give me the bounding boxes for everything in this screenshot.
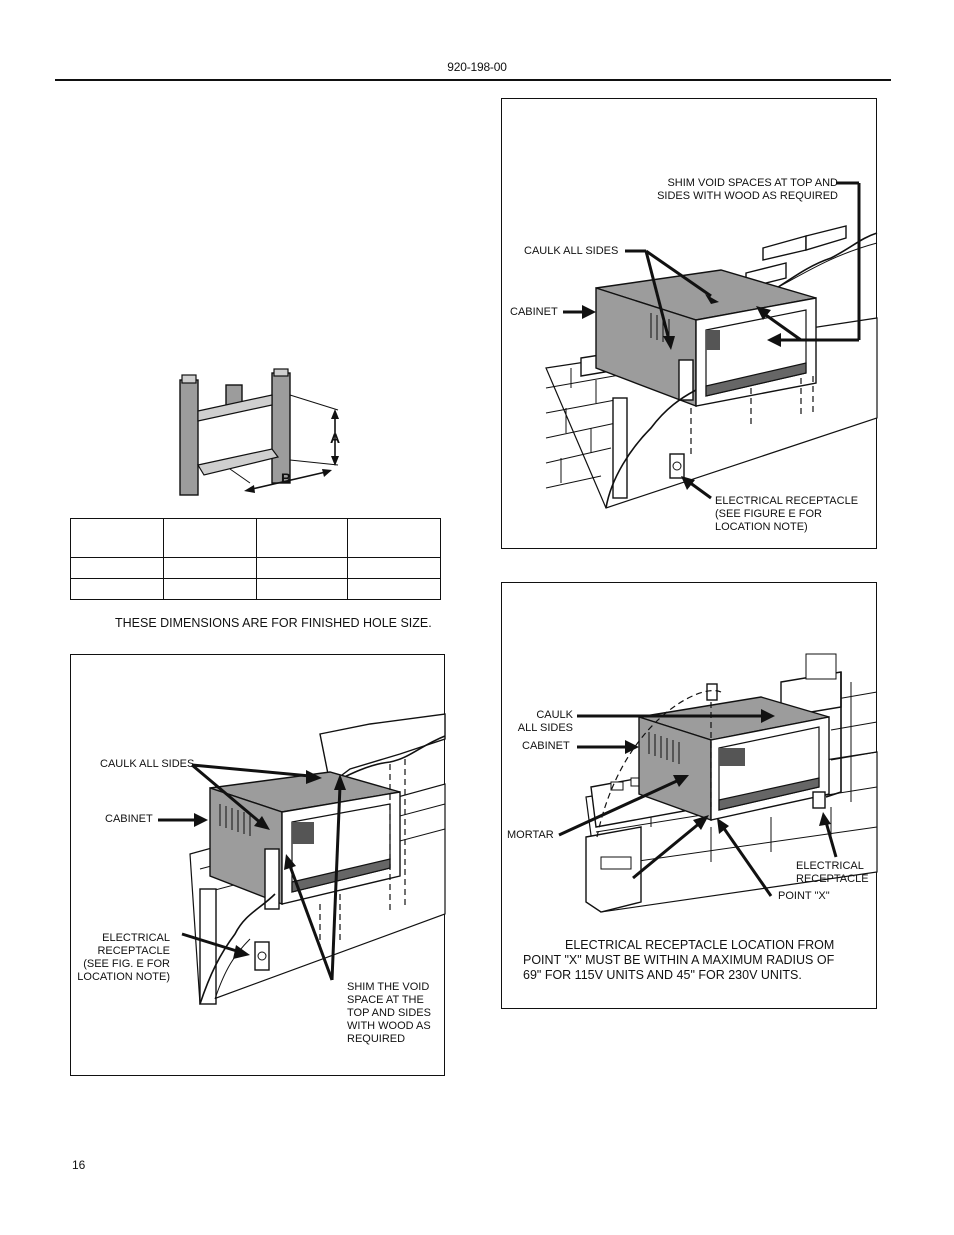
- table-cell: [347, 557, 441, 579]
- label-line: CAULK: [536, 709, 573, 721]
- label-line: RECEPTACLE: [796, 873, 869, 885]
- label-line: (SEE FIGURE E FOR: [715, 508, 822, 520]
- label-line: ELECTRICAL: [796, 860, 864, 872]
- block-point-x-label: POINT "X": [778, 890, 830, 902]
- label-line: TOP AND SIDES: [347, 1007, 431, 1019]
- label-line: SPACE AT THE: [347, 994, 424, 1006]
- table-cell: [70, 518, 164, 558]
- label-line: (SEE FIG. E FOR: [83, 958, 170, 970]
- label-line: LOCATION NOTE): [715, 521, 808, 533]
- label-line: RECEPTACLE: [97, 945, 170, 957]
- block-cabinet-label: CABINET: [522, 740, 570, 752]
- table-row: [70, 557, 441, 579]
- table-cell: [70, 578, 164, 600]
- table-row: [70, 578, 441, 600]
- note-line: ELECTRICAL RECEPTACLE LOCATION FROM: [565, 938, 835, 952]
- wood-wall-illustration: [158, 713, 446, 1005]
- table-cell: [256, 578, 348, 600]
- block-caulk-label: CAULK ALL SIDES: [505, 709, 573, 735]
- table-cell: [347, 518, 441, 558]
- wood-caulk-label: CAULK ALL SIDES: [100, 758, 195, 770]
- wood-cabinet-label: CABINET: [105, 813, 153, 825]
- table-cell: [256, 518, 348, 558]
- table-cell: [163, 518, 257, 558]
- dimension-note: THESE DIMENSIONS ARE FOR FINISHED HOLE S…: [115, 616, 432, 630]
- brick-caulk-label: CAULK ALL SIDES: [524, 245, 619, 257]
- table-cell: [256, 557, 348, 579]
- label-line: SIDES WITH WOOD AS REQUIRED: [657, 190, 838, 202]
- table-cell: [347, 578, 441, 600]
- note-line: 69" FOR 115V UNITS AND 45" FOR 230V UNIT…: [523, 968, 802, 982]
- note-line: POINT "X" MUST BE WITHIN A MAXIMUM RADIU…: [523, 953, 835, 967]
- wood-shim-label: SHIM THE VOID SPACE AT THE TOP AND SIDES…: [347, 981, 431, 1046]
- dimension-a-label: A: [330, 430, 341, 446]
- block-wall-illustration: [558, 653, 878, 913]
- brick-receptacle-label: ELECTRICAL RECEPTACLE (SEE FIGURE E FOR …: [715, 495, 858, 534]
- sleeve-dimension-figure: [179, 368, 339, 496]
- wood-receptacle-label: ELECTRICAL RECEPTACLE (SEE FIG. E FOR LO…: [74, 932, 170, 984]
- label-line: SHIM VOID SPACES AT TOP AND: [667, 177, 838, 189]
- dimension-table: [70, 518, 441, 600]
- label-line: ALL SIDES: [517, 722, 573, 734]
- brick-shim-label: SHIM VOID SPACES AT TOP AND SIDES WITH W…: [612, 177, 838, 203]
- table-cell: [163, 557, 257, 579]
- block-location-note: ELECTRICAL RECEPTACLE LOCATION FROM POIN…: [523, 938, 834, 983]
- label-line: SHIM THE VOID: [347, 981, 430, 993]
- label-line: WITH WOOD AS: [347, 1020, 431, 1032]
- table-cell: [163, 578, 257, 600]
- label-line: REQUIRED: [347, 1033, 406, 1045]
- label-line: ELECTRICAL RECEPTACLE: [715, 495, 859, 507]
- document-number: 920-198-00: [447, 60, 507, 74]
- table-header-row: [70, 518, 441, 558]
- block-receptacle-label: ELECTRICAL RECEPTACLE: [796, 860, 869, 886]
- page-number: 16: [72, 1158, 86, 1172]
- label-line: ELECTRICAL: [102, 932, 170, 944]
- dimension-b-label: B: [281, 470, 292, 486]
- brick-cabinet-label: CABINET: [510, 306, 558, 318]
- block-mortar-label: MORTAR: [507, 829, 554, 841]
- header-rule: [55, 79, 891, 81]
- label-line: LOCATION NOTE): [77, 971, 170, 983]
- table-cell: [70, 557, 164, 579]
- brick-wall-illustration: [545, 181, 878, 509]
